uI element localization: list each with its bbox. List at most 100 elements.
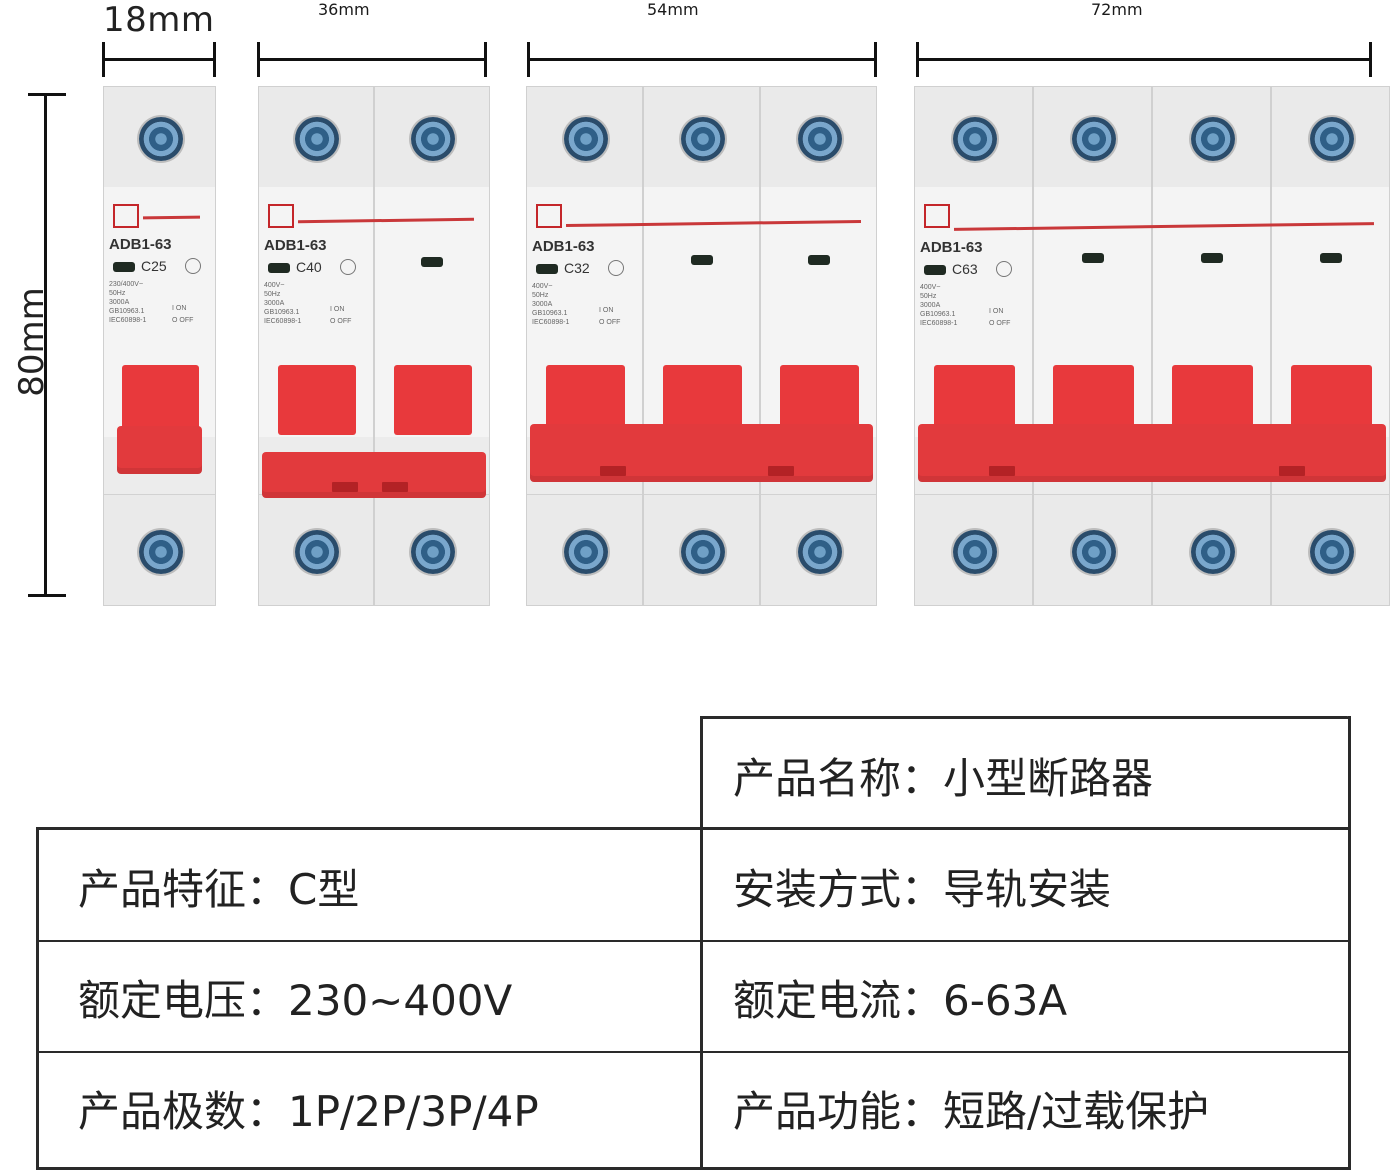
terminal-screw-icon bbox=[1309, 530, 1354, 574]
terminal-screw-icon bbox=[952, 530, 997, 574]
indicator-window bbox=[690, 255, 713, 265]
brand-logo-icon bbox=[268, 204, 294, 228]
handle-slot bbox=[767, 466, 794, 476]
indicator-window bbox=[113, 262, 135, 272]
terminal-screw-icon bbox=[1071, 117, 1116, 161]
off-label: O OFF bbox=[989, 320, 1011, 327]
handle-slot bbox=[989, 466, 1016, 476]
product-function-cell: 产品功能：短路/过载保护 bbox=[733, 1086, 1210, 1136]
dimension-label: 80mm bbox=[11, 287, 52, 397]
toggle-lever bbox=[934, 365, 1015, 435]
terminal-screw-icon bbox=[797, 530, 842, 574]
table-border bbox=[1348, 716, 1351, 1170]
terminal-screw-icon bbox=[138, 530, 183, 574]
rating-label: C25 bbox=[141, 258, 167, 274]
brand-logo-icon bbox=[536, 204, 562, 228]
rating-label: C40 bbox=[296, 259, 322, 275]
toggle-lever bbox=[122, 365, 199, 435]
breaker-pole bbox=[258, 86, 374, 606]
terminal-screw-icon bbox=[1309, 117, 1354, 161]
off-label: O OFF bbox=[330, 318, 352, 325]
dimension-label: 54mm bbox=[647, 0, 699, 19]
indicator-window bbox=[1319, 253, 1342, 263]
dimension-tick bbox=[916, 42, 919, 77]
dimension-line bbox=[258, 58, 486, 61]
product-features-cell: 产品特征：C型 bbox=[78, 864, 360, 914]
dimension-label: 72mm bbox=[1091, 0, 1143, 19]
breaker-pole bbox=[526, 86, 643, 606]
terminal-screw-icon bbox=[563, 530, 608, 574]
breaker-pole bbox=[914, 86, 1033, 606]
handle-slot bbox=[381, 482, 408, 492]
pole-count-cell: 产品极数：1P/2P/3P/4P bbox=[78, 1086, 539, 1136]
spec-print: 400V~ 50Hz 3000A GB10963.1 IEC60898-1 bbox=[264, 282, 302, 325]
brand-logo-icon bbox=[113, 204, 139, 228]
indicator-window bbox=[536, 264, 558, 274]
spec-print: 400V~ 50Hz 3000A GB10963.1 IEC60898-1 bbox=[532, 283, 570, 326]
terminal-screw-icon bbox=[563, 117, 608, 161]
terminal-screw-icon bbox=[1190, 117, 1235, 161]
toggle-lever bbox=[1172, 365, 1253, 435]
certification-icon bbox=[340, 259, 356, 275]
table-border bbox=[700, 716, 703, 1170]
install-method-cell: 安装方式：导轨安装 bbox=[733, 864, 1112, 914]
rating-label: C63 bbox=[952, 261, 978, 277]
dimension-tick bbox=[28, 93, 66, 96]
terminal-screw-icon bbox=[680, 530, 725, 574]
model-label: ADB1-63 bbox=[920, 239, 983, 256]
table-border bbox=[36, 940, 1351, 942]
dimension-tick bbox=[213, 42, 216, 77]
toggle-lever bbox=[662, 365, 743, 435]
breaker-pole bbox=[1271, 86, 1390, 606]
rated-voltage-cell: 额定电压：230~400V bbox=[78, 975, 513, 1025]
toggle-lever bbox=[1053, 365, 1134, 435]
breaker-pole bbox=[103, 86, 216, 606]
toggle-handle-bar bbox=[530, 424, 873, 482]
spec-print: 400V~ 50Hz 3000A GB10963.1 IEC60898-1 bbox=[920, 284, 958, 327]
off-label: O OFF bbox=[172, 317, 194, 324]
indicator-window bbox=[268, 263, 290, 273]
rating-label: C32 bbox=[564, 260, 590, 276]
model-label: ADB1-63 bbox=[109, 236, 172, 253]
handle-slot bbox=[331, 482, 358, 492]
terminal-screw-icon bbox=[1071, 530, 1116, 574]
table-border bbox=[36, 827, 39, 1170]
dimension-label: 18mm bbox=[103, 0, 215, 40]
toggle-lever bbox=[545, 365, 626, 435]
dimension-tick bbox=[257, 42, 260, 77]
terminal-screw-icon bbox=[295, 117, 339, 161]
dimension-tick bbox=[484, 42, 487, 77]
indicator-window bbox=[807, 255, 830, 265]
table-border bbox=[36, 827, 1351, 830]
toggle-lever bbox=[277, 365, 357, 435]
table-border bbox=[36, 1167, 1351, 1170]
indicator-window bbox=[421, 257, 443, 267]
breaker-pole bbox=[760, 86, 877, 606]
terminal-screw-icon bbox=[411, 117, 455, 161]
dimension-line bbox=[103, 58, 215, 61]
dimension-line bbox=[917, 58, 1371, 61]
brand-logo-icon bbox=[924, 204, 950, 228]
breaker-pole bbox=[643, 86, 760, 606]
product-name-cell: 产品名称：小型断路器 bbox=[733, 753, 1154, 803]
terminal-screw-icon bbox=[797, 117, 842, 161]
dimension-tick bbox=[874, 42, 877, 77]
toggle-handle-bar bbox=[918, 424, 1386, 482]
terminal-screw-icon bbox=[295, 530, 339, 574]
terminal-screw-icon bbox=[411, 530, 455, 574]
off-label: O OFF bbox=[599, 319, 621, 326]
table-border bbox=[36, 1051, 1351, 1053]
certification-icon bbox=[185, 258, 201, 274]
handle-slot bbox=[1278, 466, 1305, 476]
terminal-screw-icon bbox=[138, 117, 183, 161]
on-label: I ON bbox=[172, 305, 187, 312]
table-border bbox=[700, 716, 1350, 719]
indicator-window bbox=[924, 265, 946, 275]
on-label: I ON bbox=[330, 306, 345, 313]
breaker-pole bbox=[1152, 86, 1271, 606]
breaker-pole bbox=[374, 86, 490, 606]
dimension-tick bbox=[102, 42, 105, 77]
